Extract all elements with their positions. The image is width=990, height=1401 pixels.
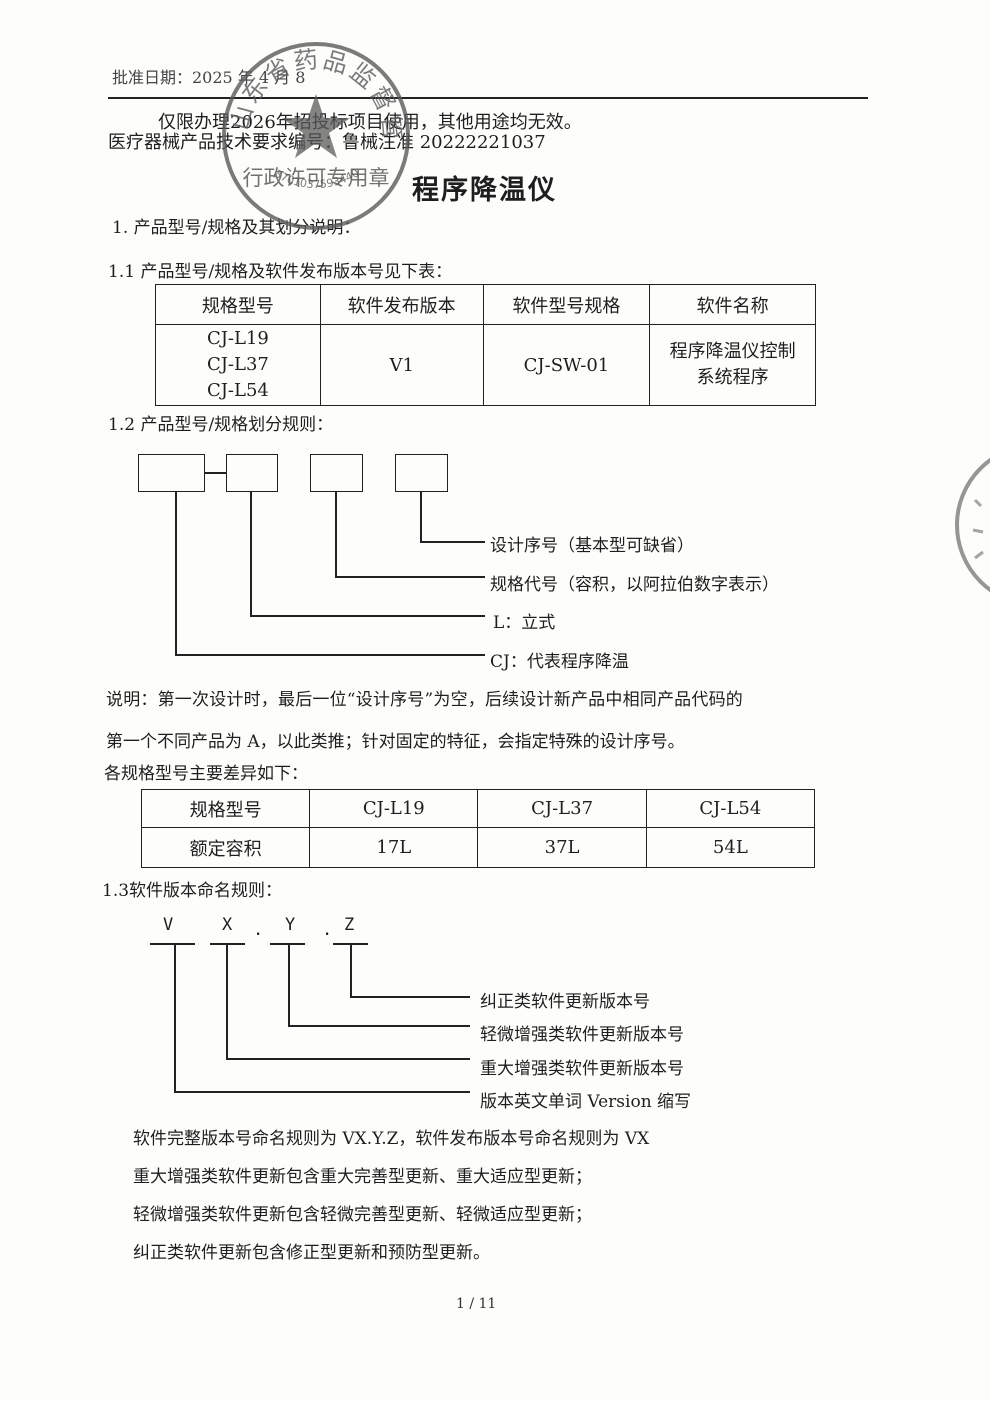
table1-header: 规格型号 bbox=[155, 284, 321, 325]
dot: . bbox=[253, 920, 264, 940]
software-name-line: 系统程序 bbox=[696, 367, 769, 388]
code-box-spec bbox=[310, 454, 363, 492]
table2-cell: 54L bbox=[645, 827, 816, 868]
leader-line bbox=[335, 576, 485, 578]
label-x: 重大增强类软件更新版本号 bbox=[480, 1059, 684, 1079]
leader-line bbox=[250, 615, 485, 617]
model-item: CJ-L19 bbox=[206, 328, 269, 349]
leader-line bbox=[335, 492, 337, 577]
underline bbox=[270, 943, 305, 945]
label-y: 轻微增强类软件更新版本号 bbox=[480, 1025, 684, 1045]
official-seal: 山东省药品监督管理局 行政许可专用章 3701037593440 bbox=[218, 38, 410, 230]
label-spec-code: 规格代号（容积，以阿拉伯数字表示） bbox=[490, 575, 779, 595]
leader-line bbox=[175, 492, 177, 655]
page-title: 程序降温仪 bbox=[412, 175, 557, 206]
table2-cell: CJ-L19 bbox=[309, 789, 479, 828]
label-cj: CJ：代表程序降温 bbox=[490, 652, 629, 672]
leader-line bbox=[175, 654, 485, 656]
underline bbox=[210, 943, 245, 945]
leader-line bbox=[420, 492, 422, 542]
paragraph-3: 轻微增强类软件更新包含轻微完善型更新、轻微适应型更新； bbox=[133, 1205, 592, 1225]
paragraph-4: 纠正类软件更新包含修正型更新和预防型更新。 bbox=[133, 1243, 490, 1263]
code-box-type bbox=[226, 454, 278, 492]
table2-cell: 17L bbox=[309, 827, 479, 868]
differences-heading: 各规格型号主要差异如下： bbox=[104, 764, 308, 784]
edge-seal-fragment bbox=[955, 457, 990, 593]
usage-notice: 仅限办理2026年招投标项目使用，其他用途均无效。 bbox=[158, 112, 582, 133]
model-item: CJ-L37 bbox=[206, 354, 269, 375]
code-box-prefix bbox=[138, 454, 205, 492]
software-name-line: 程序降温仪控制 bbox=[669, 341, 796, 362]
leader-line bbox=[288, 1025, 470, 1027]
leader-line bbox=[420, 541, 485, 543]
table2-cell: 额定容积 bbox=[140, 827, 311, 868]
label-v: 版本英文单词 Version 缩写 bbox=[480, 1092, 692, 1112]
table2-cell: CJ-L37 bbox=[477, 789, 647, 828]
header-rule bbox=[108, 97, 868, 99]
table1-header: 软件名称 bbox=[649, 284, 816, 325]
table2-cell: 规格型号 bbox=[140, 789, 311, 828]
leader-line bbox=[350, 944, 352, 997]
leader-line bbox=[250, 492, 252, 616]
table1-header: 软件发布版本 bbox=[319, 284, 484, 325]
table1-models-cell: CJ-L19 CJ-L37 CJ-L54 bbox=[155, 324, 321, 406]
approval-date: 批准日期：2025 年 4 月 8 bbox=[112, 68, 306, 87]
letter-x: X bbox=[222, 915, 233, 935]
code-dash bbox=[205, 472, 226, 474]
section-1-2-heading: 1.2 产品型号/规格划分规则： bbox=[108, 415, 334, 435]
capacity-table: 规格型号 CJ-L19 CJ-L37 CJ-L54 额定容积 17L 37L 5… bbox=[140, 789, 816, 868]
table2-cell: CJ-L54 bbox=[645, 789, 816, 828]
leader-line bbox=[174, 944, 176, 1092]
note-line-2: 第一个不同产品为 A，以此类推；针对固定的特征，会指定特殊的设计序号。 bbox=[106, 732, 685, 752]
section-1-heading: 1. 产品型号/规格及其划分说明： bbox=[112, 218, 361, 238]
section-1-1-heading: 1.1 产品型号/规格及软件发布版本号见下表： bbox=[108, 262, 453, 282]
table1-software-model-cell: CJ-SW-01 bbox=[482, 324, 651, 406]
paragraph-2: 重大增强类软件更新包含重大完善型更新、重大适应型更新； bbox=[133, 1167, 592, 1187]
table1-header: 软件型号规格 bbox=[482, 284, 651, 325]
leader-line bbox=[350, 996, 470, 998]
label-vertical: L：立式 bbox=[493, 613, 556, 633]
underline bbox=[333, 943, 368, 945]
table1-version-cell: V1 bbox=[319, 324, 484, 406]
note-line-1: 说明：第一次设计时，最后一位“设计序号”为空，后续设计新产品中相同产品代码的 bbox=[106, 690, 743, 710]
table2-cell: 37L bbox=[477, 827, 647, 868]
table1-software-name-cell: 程序降温仪控制 系统程序 bbox=[649, 324, 816, 406]
leader-line bbox=[226, 944, 228, 1059]
section-1-3-heading: 1.3软件版本命名规则： bbox=[102, 881, 283, 901]
model-item: CJ-L54 bbox=[206, 380, 269, 401]
model-software-table: 规格型号 软件发布版本 软件型号规格 软件名称 CJ-L19 CJ-L37 CJ… bbox=[155, 284, 816, 406]
leader-line bbox=[174, 1091, 470, 1093]
paragraph-1: 软件完整版本号命名规则为 VX.Y.Z，软件发布版本号命名规则为 VX bbox=[133, 1129, 650, 1149]
letter-v: V bbox=[163, 915, 174, 935]
leader-line bbox=[226, 1058, 470, 1060]
dot: . bbox=[322, 920, 333, 940]
seal-main-text: 行政许可专用章 bbox=[243, 166, 390, 190]
underline bbox=[150, 943, 195, 945]
letter-y: Y bbox=[285, 915, 296, 935]
label-z: 纠正类软件更新版本号 bbox=[480, 992, 650, 1012]
letter-z: Z bbox=[344, 915, 355, 935]
leader-line bbox=[288, 944, 290, 1026]
page-number: 1 / 11 bbox=[456, 1296, 497, 1312]
label-design-number: 设计序号（基本型可缺省） bbox=[490, 536, 694, 556]
seal-star-icon bbox=[282, 94, 350, 158]
code-box-design bbox=[395, 454, 448, 492]
